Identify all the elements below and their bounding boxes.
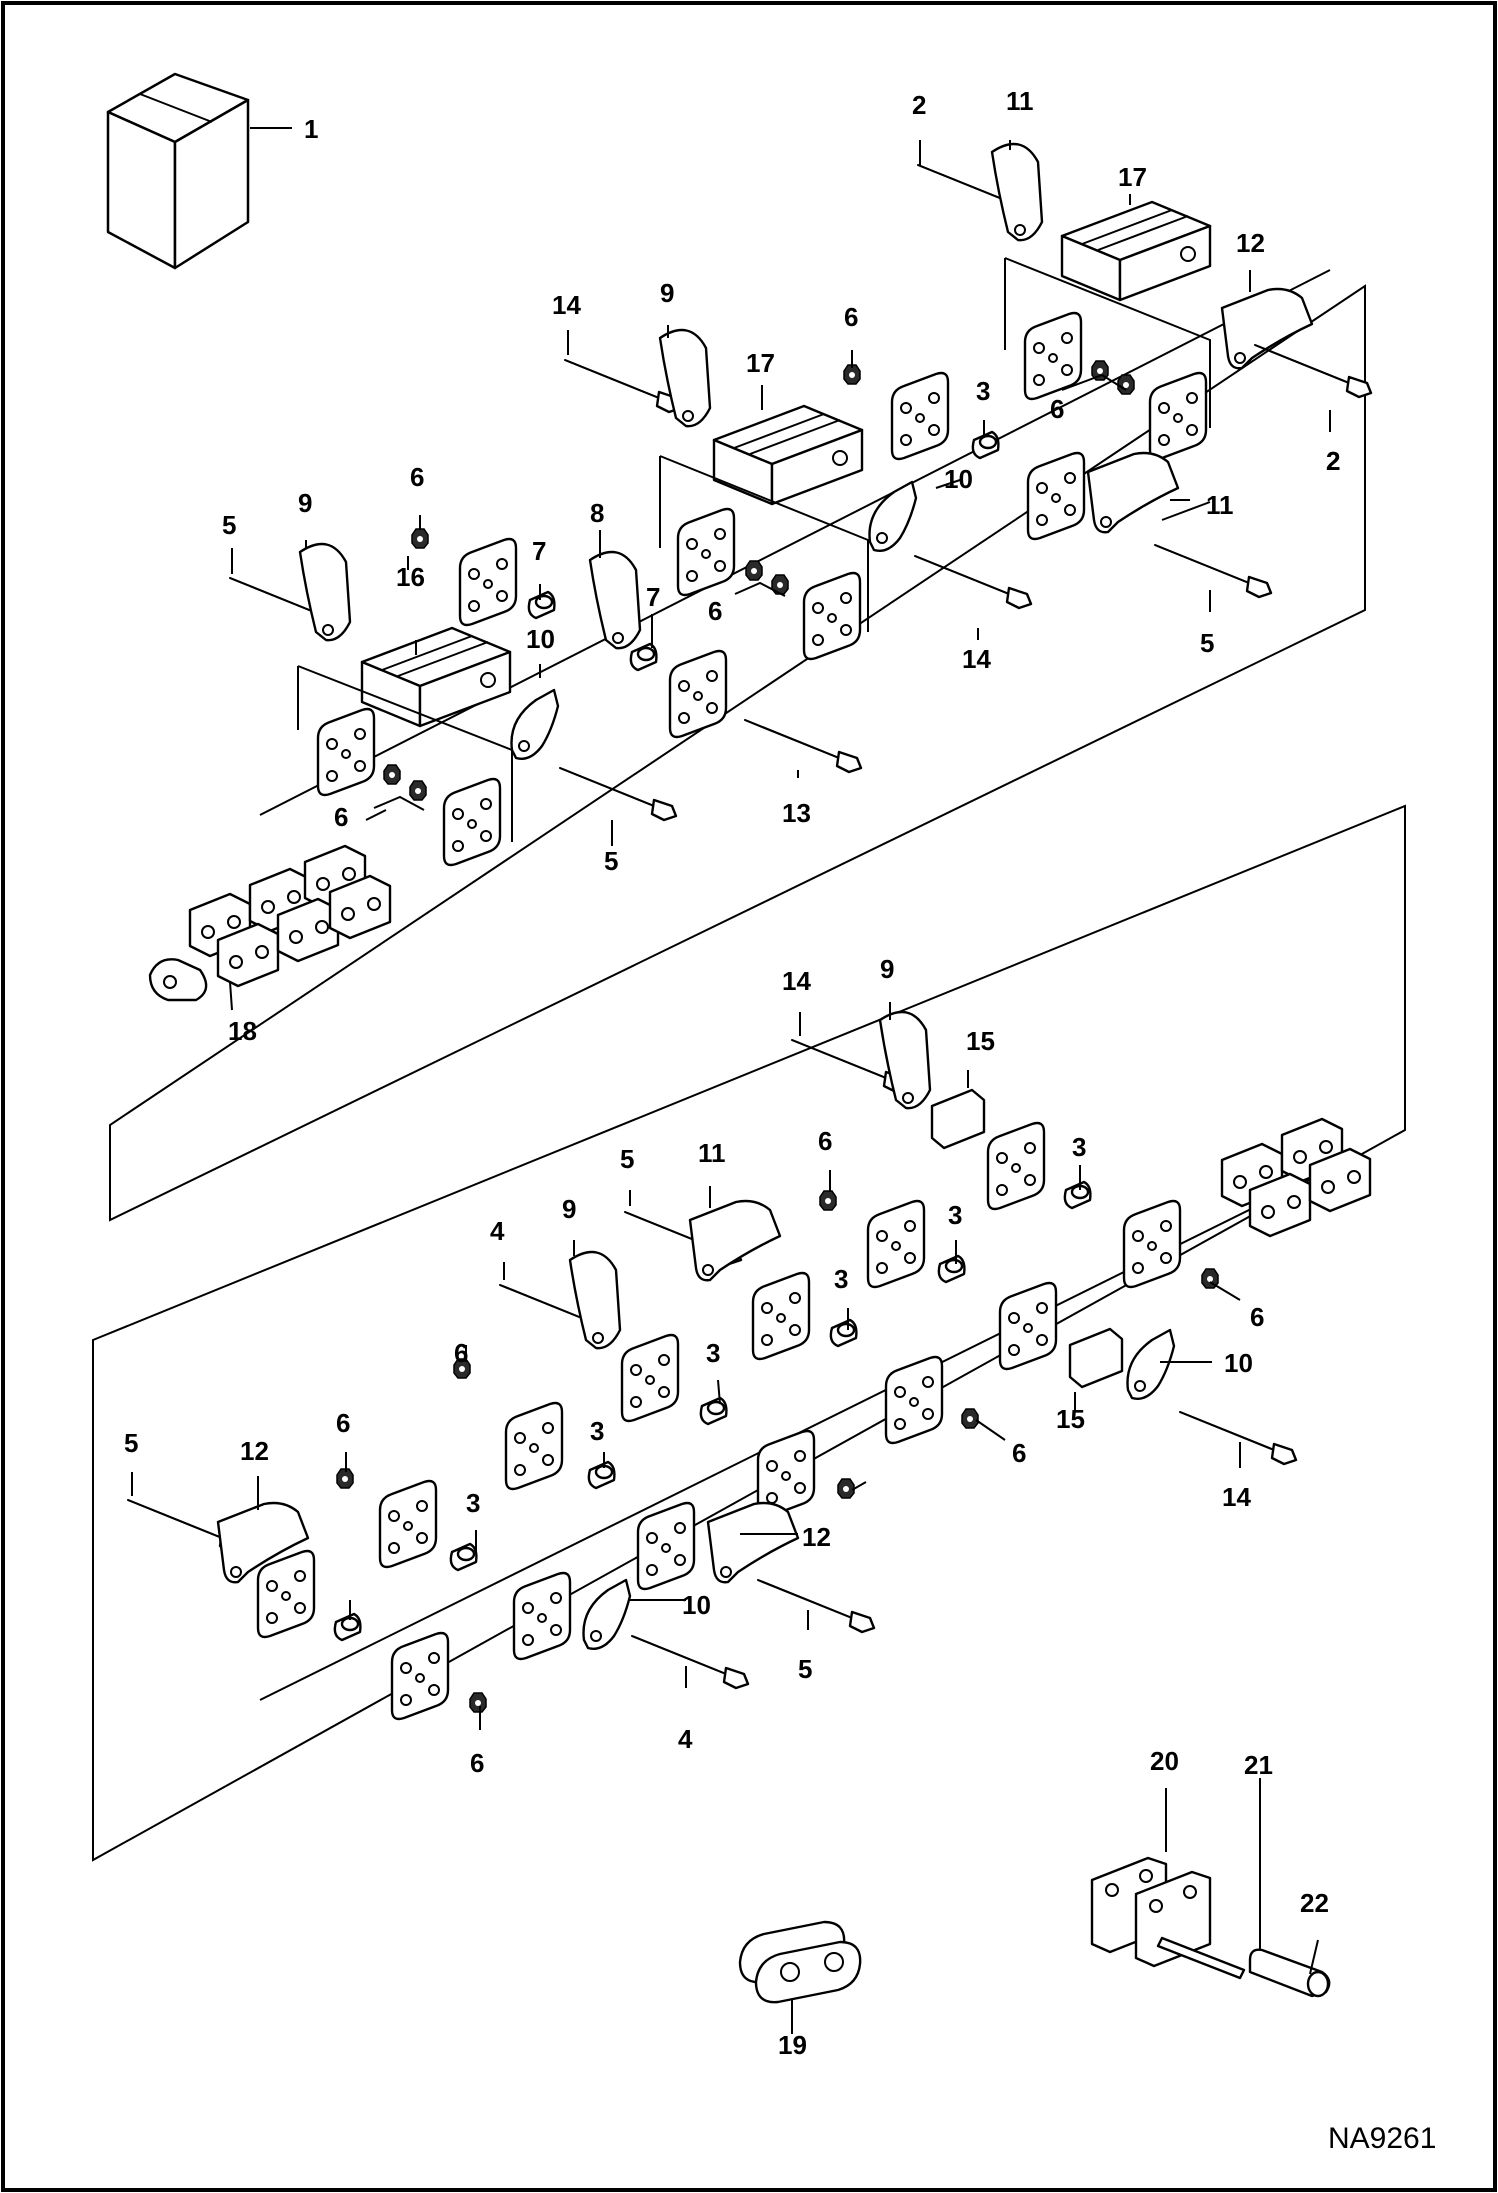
callout-label: 15 (1056, 1404, 1085, 1434)
connecting-link-icon (1090, 1806, 1331, 1998)
callout-label: 3 (834, 1264, 848, 1294)
leader-lines (131, 140, 1331, 1975)
lower-assembly (126, 1010, 1372, 1721)
callout-label: 14 (782, 966, 811, 996)
chain-segment-upper (148, 844, 392, 1002)
callout-label: 3 (948, 1200, 962, 1230)
callout-label: 10 (682, 1590, 711, 1620)
callout-label: 2 (1326, 446, 1340, 476)
callout-label: 11 (1206, 490, 1234, 520)
callout-label: 6 (336, 1408, 350, 1438)
callout-label: 11 (1006, 86, 1034, 116)
callout-label: 15 (966, 1026, 995, 1056)
callout-label: 17 (1118, 162, 1147, 192)
callout-label: 3 (706, 1338, 720, 1368)
callout-label: 7 (532, 536, 546, 566)
kit-box-icon (106, 72, 292, 270)
callout-label: 6 (410, 462, 424, 492)
callout-label: 6 (844, 302, 858, 332)
callout-label: 10 (944, 464, 973, 494)
callout-label: 5 (620, 1144, 634, 1174)
callout-label: 12 (802, 1522, 831, 1552)
callout-label: 9 (298, 488, 312, 518)
callout-label: 4 (490, 1216, 505, 1246)
callout-label: 2 (912, 90, 926, 120)
callout-label: 20 (1150, 1746, 1179, 1776)
callout-label: 14 (962, 644, 991, 674)
callouts: 1 2 2 11 17 12 14 9 6 17 3 6 2 10 11 5 9… (124, 86, 1340, 2060)
callout-label: 12 (240, 1436, 269, 1466)
callout-label: 4 (678, 1724, 693, 1754)
callout-label: 5 (1200, 628, 1214, 658)
callout-label: 6 (454, 1338, 468, 1368)
callout-label: 6 (818, 1126, 832, 1156)
callout-label: 8 (590, 498, 604, 528)
callout-label: 6 (1050, 394, 1064, 424)
callout-label: 5 (124, 1428, 138, 1458)
callout-label: 5 (222, 510, 236, 540)
callout-label: 18 (228, 1016, 257, 1046)
callout-label: 9 (660, 278, 674, 308)
callout-label: 19 (778, 2030, 807, 2060)
callout-label: 21 (1244, 1750, 1273, 1780)
upper-assembly-panel (109, 284, 1366, 1222)
callout-label: 10 (1224, 1348, 1253, 1378)
callout-label: 2 (1326, 446, 1340, 476)
callout-label: 9 (562, 1194, 576, 1224)
callout-label: 3 (466, 1488, 480, 1518)
callout-label: 3 (1072, 1132, 1086, 1162)
callout-label: 10 (526, 624, 555, 654)
callout-label: 16 (396, 562, 425, 592)
callout-label: 6 (708, 596, 722, 626)
callout-label: 14 (1222, 1482, 1251, 1512)
callout-label: 14 (552, 290, 581, 320)
callout-label: 5 (798, 1654, 812, 1684)
callout-label: 6 (1250, 1302, 1264, 1332)
callout-label: 1 (304, 114, 318, 144)
callout-label: 12 (1236, 228, 1265, 258)
offset-link-icon (738, 1920, 862, 2034)
callout-label: 13 (782, 798, 811, 828)
callout-label: 6 (1012, 1438, 1026, 1468)
callout-label: 6 (334, 802, 348, 832)
callout-label: 5 (604, 846, 618, 876)
callout-label: 9 (880, 954, 894, 984)
callout-label: 17 (746, 348, 775, 378)
callout-label: 3 (590, 1416, 604, 1446)
drawing-code: NA9261 (1328, 2122, 1436, 2155)
callout-label: 7 (646, 582, 660, 612)
upper-assembly (228, 142, 1373, 867)
callout-label: 22 (1300, 1888, 1329, 1918)
callout-label: 6 (470, 1748, 484, 1778)
lower-assembly-panel (92, 804, 1406, 1862)
callout-label: 3 (976, 376, 990, 406)
callout-label: 11 (698, 1138, 726, 1168)
